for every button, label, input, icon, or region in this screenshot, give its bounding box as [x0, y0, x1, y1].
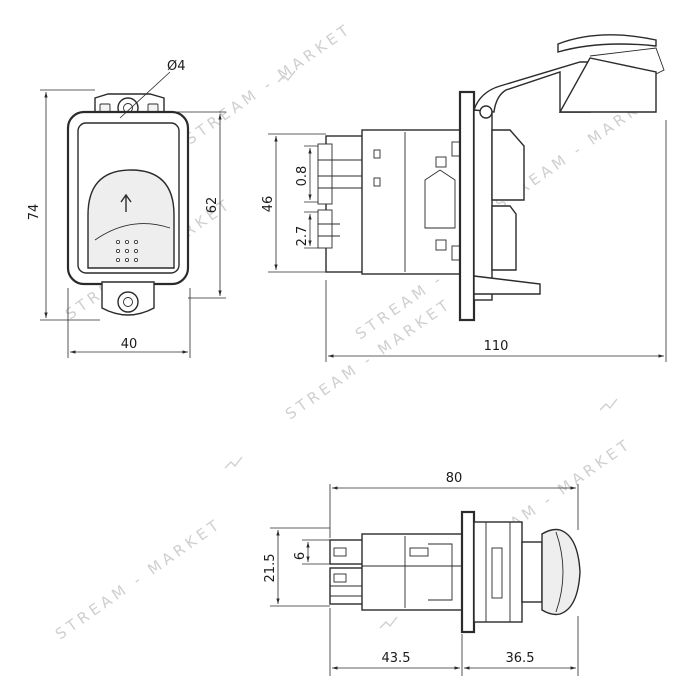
dim-front-height-total: 74 [27, 204, 42, 221]
keyhole-dots-icon [116, 239, 138, 262]
dim-top-terminal: 6 [293, 552, 308, 560]
arrow-up-icon [120, 193, 132, 212]
watermark-logo-icon [599, 398, 618, 411]
watermark-logo-icon [379, 616, 398, 629]
side-view: 110 46 0.8 2.7 [261, 34, 667, 362]
dim-hole-diameter: Ø4 [167, 59, 186, 74]
dim-side-gap-upper: 0.8 [295, 166, 310, 187]
dim-top-right-part: 36.5 [506, 651, 535, 666]
dim-top-height: 21.5 [263, 554, 278, 583]
dim-side-gap-lower: 2.7 [295, 226, 310, 247]
watermark-text: STREAM - MARKET [52, 514, 225, 643]
dim-front-height-body: 62 [205, 197, 220, 214]
top-view: 80 21.5 6 43.5 36.5 [263, 471, 581, 676]
watermark-logo-icon [224, 456, 243, 469]
dim-top-length: 80 [446, 471, 463, 486]
dim-top-left-part: 43.5 [382, 651, 411, 666]
dim-side-height: 46 [261, 196, 276, 213]
watermark-logo-icon [277, 70, 296, 83]
front-view: Ø4 74 62 40 [27, 59, 226, 358]
dim-side-length: 110 [484, 339, 509, 354]
watermark-text: STREAM - MARKET [182, 19, 355, 148]
dim-front-width: 40 [121, 337, 138, 352]
watermark-text: STREAM - MARKET [282, 294, 455, 423]
